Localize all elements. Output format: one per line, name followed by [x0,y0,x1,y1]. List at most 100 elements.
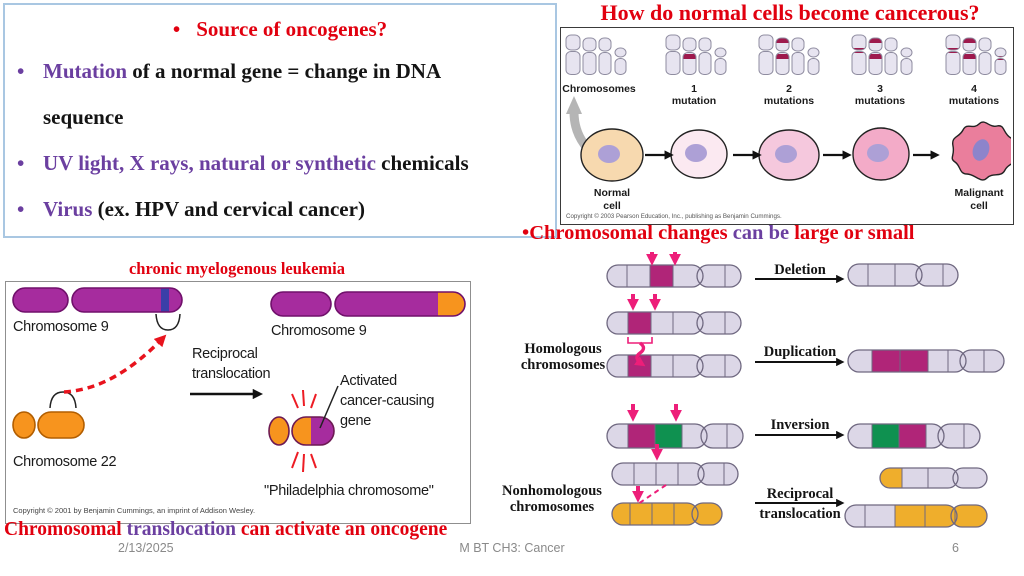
nonhomologous-chromosome-1 [611,462,739,486]
chromosome [582,37,597,75]
chromosome [714,47,727,75]
translocation-result-long [844,504,988,528]
aberration-figure: Deletion Homologous chromosomes Duplicat… [502,252,1005,528]
normal-cell-label2: cell [603,200,621,212]
chromosome [614,47,627,75]
chromosome9-right-label: Chromosome 9 [271,323,367,339]
cml-title: chronic myelogenous leukemia [128,259,346,278]
mutation-figure-shapes [565,34,1011,182]
changes-red2: large or small [794,222,915,244]
oncogene-box-title-text: Source of oncogenes? [196,17,388,41]
reciprocal-translocation-label: Reciprocal [767,486,834,502]
chr9-bracket [155,313,181,331]
footer-page-number: 6 [952,541,959,555]
mutation-count-3: 3 [877,83,883,95]
inversion-source-chromosome [606,423,744,449]
mutation-accumulation-figure: Chromosomes 1 mutation 2 mutations 3 mut… [560,27,1014,225]
chromosome [565,34,581,75]
philadelphia-label: "Philadelphia chromosome" [264,483,434,499]
reciprocal-translocation-label2: translocation [759,506,840,522]
mutation-word-3: mutations [855,95,905,107]
chromosome [945,34,961,75]
bullet-marker: • [17,197,25,221]
chromosome [851,34,867,75]
translocation-headline: Chromosomal translocation can activate a… [4,519,447,541]
duplication-bracket [627,337,653,344]
translocation-result-short [879,467,988,489]
chromosome [978,37,992,75]
changes-bullet: • [522,222,530,244]
deletion-label: Deletion [774,262,826,278]
translocation-dashed-arrow [63,334,167,394]
activated-gene-label2: cancer-causing [340,393,434,409]
mutation-count-4: 4 [971,83,977,95]
chromosome-9-translocated [270,291,466,317]
mutation-count-1: 1 [691,83,697,95]
bullet-rest: chemicals [375,151,469,175]
bullet-virus: •Virus (ex. HPV and cervical cancer) [13,186,549,232]
chr22-bracket [49,391,77,409]
chromosome [791,37,805,75]
bullet-lead: Virus [43,197,93,221]
oncogene-source-box: •Source of oncogenes? •Mutation of a nor… [3,3,557,238]
burst-line [302,453,305,473]
malignant-cell-label2: cell [970,200,988,212]
cml-figure-box: Chromosome 9 Reciprocal translocation Ch… [5,281,471,524]
malignant-nucleus [972,139,990,161]
bullet-lead: UV light, X rays, natural or synthetic [43,151,376,175]
title-bullet: • [172,17,181,41]
homologous-label2: chromosomes [521,357,606,373]
oncogene-box-title: • Source of oncogenes? [5,17,555,42]
transloc-red1: Chromosomal [4,519,122,540]
chromosome [775,37,790,75]
chromosome [682,37,697,75]
cml-reciprocal-label: Reciprocal [192,346,258,362]
translocation-dashed-line [637,484,667,505]
changes-purple: can be [727,222,795,244]
burst-line [310,453,317,469]
chromosomes-label: Chromosomes [562,83,636,95]
nucleus [685,144,707,162]
deletion-result-chromosome [847,263,959,287]
chromosome9-left-label: Chromosome 9 [13,319,109,335]
aberration-shapes [606,252,1005,528]
gray-arrowhead [566,96,582,114]
chromosome [598,37,612,75]
inversion-result-chromosome [847,423,981,449]
mutation-word-1: mutation [672,95,716,107]
bullet-rest: of a normal gene = change in DNA sequenc… [43,59,442,129]
pearson-copyright: Copyright © 2003 Pearson Education, Inc.… [566,213,782,220]
chromosome [698,37,712,75]
philadelphia-chromosome [268,416,335,446]
nucleus [775,145,797,163]
inversion-label: Inversion [771,417,830,433]
mutation-count-2: 2 [786,83,792,95]
burst-line [291,393,299,409]
chromosome [884,37,898,75]
mutation-word-2: mutations [764,95,814,107]
footer-date: 2/13/2025 [118,541,174,555]
activated-gene-label3: gene [340,413,371,429]
nucleus [867,144,889,162]
burst-line [291,451,299,469]
nonhomologous-chromosome-2 [611,502,723,526]
nonhomologous-label2: chromosomes [510,499,595,515]
chromosome [994,47,1007,75]
homologous-label: Homologous [524,341,602,357]
footer-title: M BT CH3: Cancer [459,541,565,555]
chromosome [665,34,681,75]
cml-copyright: Copyright © 2001 by Benjamin Cummings, a… [13,506,255,515]
transloc-red2: can activate an oncogene [240,519,448,540]
activated-gene-pointer [319,385,339,429]
burst-line [302,389,305,407]
homologous-chromosome-1 [606,311,742,335]
chromosome [868,37,883,75]
mutation-figure-svg: Chromosomes 1 mutation 2 mutations 3 mut… [562,34,1011,220]
chromosomal-changes-line: •Chromosomal changes can be large or sma… [522,222,1024,245]
cml-figure-svg: Chromosome 9 Reciprocal translocation Ch… [12,287,466,515]
mutation-word-4: mutations [949,95,999,107]
bullet-marker: • [17,59,25,83]
bullet-uv-light: •UV light, X rays, natural or synthetic … [13,140,549,186]
duplication-result-chromosome [847,349,1005,373]
nucleus [598,145,620,163]
